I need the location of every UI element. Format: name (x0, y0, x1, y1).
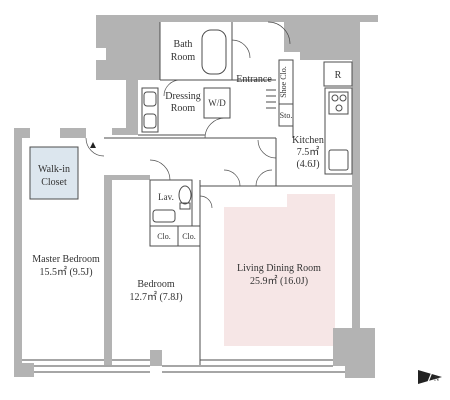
north-arrow-icon: N (418, 370, 442, 384)
entry-marker-icon (90, 142, 96, 148)
refrigerator-label: R (335, 70, 342, 81)
stove-icon (328, 91, 349, 115)
shoe-clo-label: Shoe Clo. (279, 66, 288, 98)
door-swings (85, 21, 291, 209)
walk-in-label-2: Closet (41, 177, 67, 188)
bedroom-door (149, 159, 171, 181)
lav-label: Lav. (158, 192, 174, 202)
closet-2-label: Clo. (182, 232, 196, 241)
walk-in-closet-area (30, 147, 78, 199)
kitchen-sink (328, 149, 349, 171)
vanity (141, 87, 159, 133)
dressing-door (163, 79, 181, 97)
master-bedroom-area: 15.5㎡ (9.5J) (39, 266, 92, 278)
living-dining-name: Living Dining Room (237, 263, 321, 274)
lav-door (199, 195, 213, 209)
fixtures (141, 29, 349, 223)
master-door (85, 137, 105, 157)
lav-sink (152, 209, 176, 223)
room-labels: Bath Room Dressing Room W/D Entrance Sho… (32, 39, 341, 303)
entrance-label: Entrance (236, 74, 272, 85)
kitchen-name: Kitchen (292, 135, 324, 146)
kitchen-jo: (4.6J) (296, 159, 319, 170)
kitchen-door (257, 139, 277, 159)
master-bedroom-name: Master Bedroom (32, 254, 100, 265)
dressing-label-2: Room (171, 103, 196, 114)
dressing-label-1: Dressing (165, 91, 201, 102)
living-dining-area-text: 25.9㎡ (16.0J) (250, 275, 308, 287)
toilet-icon (178, 185, 192, 205)
closet-1-label: Clo. (157, 232, 171, 241)
corridor-door (204, 117, 226, 139)
entrance-door (267, 21, 291, 45)
wd-label: W/D (208, 98, 226, 108)
bath-label-1: Bath (174, 39, 193, 50)
bedroom-name: Bedroom (137, 279, 174, 290)
interior-lines (22, 22, 353, 373)
walk-in-label-1: Walk-in (38, 164, 70, 175)
living-door (223, 169, 241, 187)
living-dining-area (224, 194, 335, 346)
bath-door (231, 39, 251, 59)
bath-label-2: Room (171, 52, 196, 63)
bathtub (201, 29, 227, 75)
bedroom-area: 12.7㎡ (7.8J) (129, 291, 182, 303)
sto-label: Sto. (280, 111, 293, 120)
kitchen-area: 7.5㎡ (297, 146, 320, 158)
structural-walls (14, 15, 378, 378)
compass-label: N (434, 375, 439, 383)
